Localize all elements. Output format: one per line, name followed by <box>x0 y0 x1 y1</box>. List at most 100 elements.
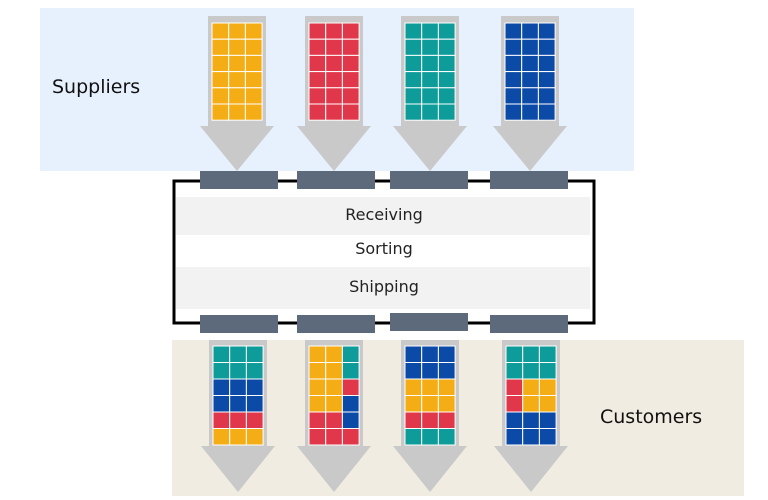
cargo-cell <box>341 411 360 429</box>
cargo-cell <box>538 395 557 413</box>
cargo-cell <box>537 87 556 105</box>
cargo-cell <box>325 22 343 40</box>
cargo-cell <box>341 22 360 40</box>
cargo-cell <box>212 428 231 446</box>
suppliers-label: Suppliers <box>52 76 141 98</box>
cargo-cell <box>505 395 524 413</box>
cargo-cell <box>228 103 246 121</box>
cargo-cell <box>504 22 523 40</box>
cargo-cell <box>404 54 423 73</box>
cargo-cell <box>505 428 524 446</box>
cargo-cell <box>212 378 231 396</box>
inbound-arrows <box>200 16 567 171</box>
cargo-cell <box>521 103 539 121</box>
receiving-band <box>176 197 590 235</box>
cargo-cell <box>341 103 360 121</box>
dock-4 <box>490 171 568 189</box>
inbound-cargo-1 <box>211 22 263 121</box>
cargo-cell <box>211 71 230 89</box>
cargo-cell <box>404 87 423 105</box>
cargo-cell <box>404 345 423 363</box>
cargo-cell <box>537 71 556 89</box>
cargo-cell <box>537 38 556 56</box>
cargo-cell <box>341 71 360 89</box>
cargo-cell <box>308 428 327 446</box>
cargo-cell <box>211 54 230 73</box>
cargo-cell <box>404 71 423 89</box>
cargo-cell <box>521 22 539 40</box>
cargo-cell <box>537 54 556 73</box>
cargo-cell <box>538 362 557 380</box>
dock-1 <box>200 171 278 189</box>
stage-receiving: Receiving <box>345 205 423 224</box>
cargo-cell <box>229 395 247 413</box>
cargo-cell <box>308 411 327 429</box>
cargo-cell <box>228 87 246 105</box>
cargo-cell <box>244 54 263 73</box>
cargo-cell <box>212 411 231 429</box>
cargo-cell <box>421 428 439 446</box>
cargo-cell <box>228 71 246 89</box>
cargo-cell <box>537 103 556 121</box>
cargo-cell <box>245 362 264 380</box>
cargo-cell <box>211 38 230 56</box>
cargo-cell <box>229 362 247 380</box>
cargo-cell <box>504 103 523 121</box>
inbound-cargo-2 <box>308 22 360 121</box>
outbound-cargo-2 <box>308 345 360 446</box>
cargo-cell <box>437 22 456 40</box>
cargo-cell <box>341 362 360 380</box>
cargo-cell <box>341 378 360 396</box>
dock-2 <box>297 171 375 189</box>
cargo-cell <box>437 103 456 121</box>
dock-3 <box>390 171 468 189</box>
cargo-cell <box>244 103 263 121</box>
cargo-cell <box>505 345 524 363</box>
cargo-cell <box>421 71 439 89</box>
cargo-cell <box>421 411 439 429</box>
outbound-arrows <box>201 340 568 492</box>
cargo-cell <box>325 345 343 363</box>
cargo-cell <box>244 71 263 89</box>
cargo-cell <box>308 38 327 56</box>
cargo-cell <box>437 87 456 105</box>
cargo-cell <box>308 22 327 40</box>
cargo-cell <box>404 378 423 396</box>
cargo-cell <box>245 395 264 413</box>
inbound-cargo-3 <box>404 22 456 121</box>
cargo-cell <box>325 103 343 121</box>
cargo-cell <box>522 428 540 446</box>
cargo-cell <box>211 87 230 105</box>
cargo-cell <box>341 87 360 105</box>
cargo-cell <box>505 411 524 429</box>
cargo-cell <box>229 428 247 446</box>
dock-8 <box>490 315 568 333</box>
cargo-cell <box>421 345 439 363</box>
cargo-cell <box>404 411 423 429</box>
cargo-cell <box>308 54 327 73</box>
cargo-cell <box>308 103 327 121</box>
cargo-cell <box>404 362 423 380</box>
inbound-cargo-4 <box>504 22 556 121</box>
cargo-cell <box>521 87 539 105</box>
cargo-cell <box>404 395 423 413</box>
cargo-cell <box>308 71 327 89</box>
cargo-cell <box>325 378 343 396</box>
cargo-cell <box>308 395 327 413</box>
cargo-cell <box>212 345 231 363</box>
dock-6 <box>297 315 375 333</box>
cargo-cell <box>245 411 264 429</box>
cargo-cell <box>437 428 456 446</box>
cargo-cell <box>437 378 456 396</box>
cargo-cell <box>437 345 456 363</box>
cargo-cell <box>404 103 423 121</box>
cargo-cell <box>421 54 439 73</box>
cargo-cell <box>229 345 247 363</box>
cargo-cell <box>325 428 343 446</box>
distribution-center-frame <box>172 179 596 325</box>
stage-sorting: Sorting <box>355 239 413 258</box>
dock-5 <box>200 315 278 333</box>
cargo-cell <box>521 71 539 89</box>
cargo-cell <box>325 87 343 105</box>
process-bands <box>176 197 590 309</box>
